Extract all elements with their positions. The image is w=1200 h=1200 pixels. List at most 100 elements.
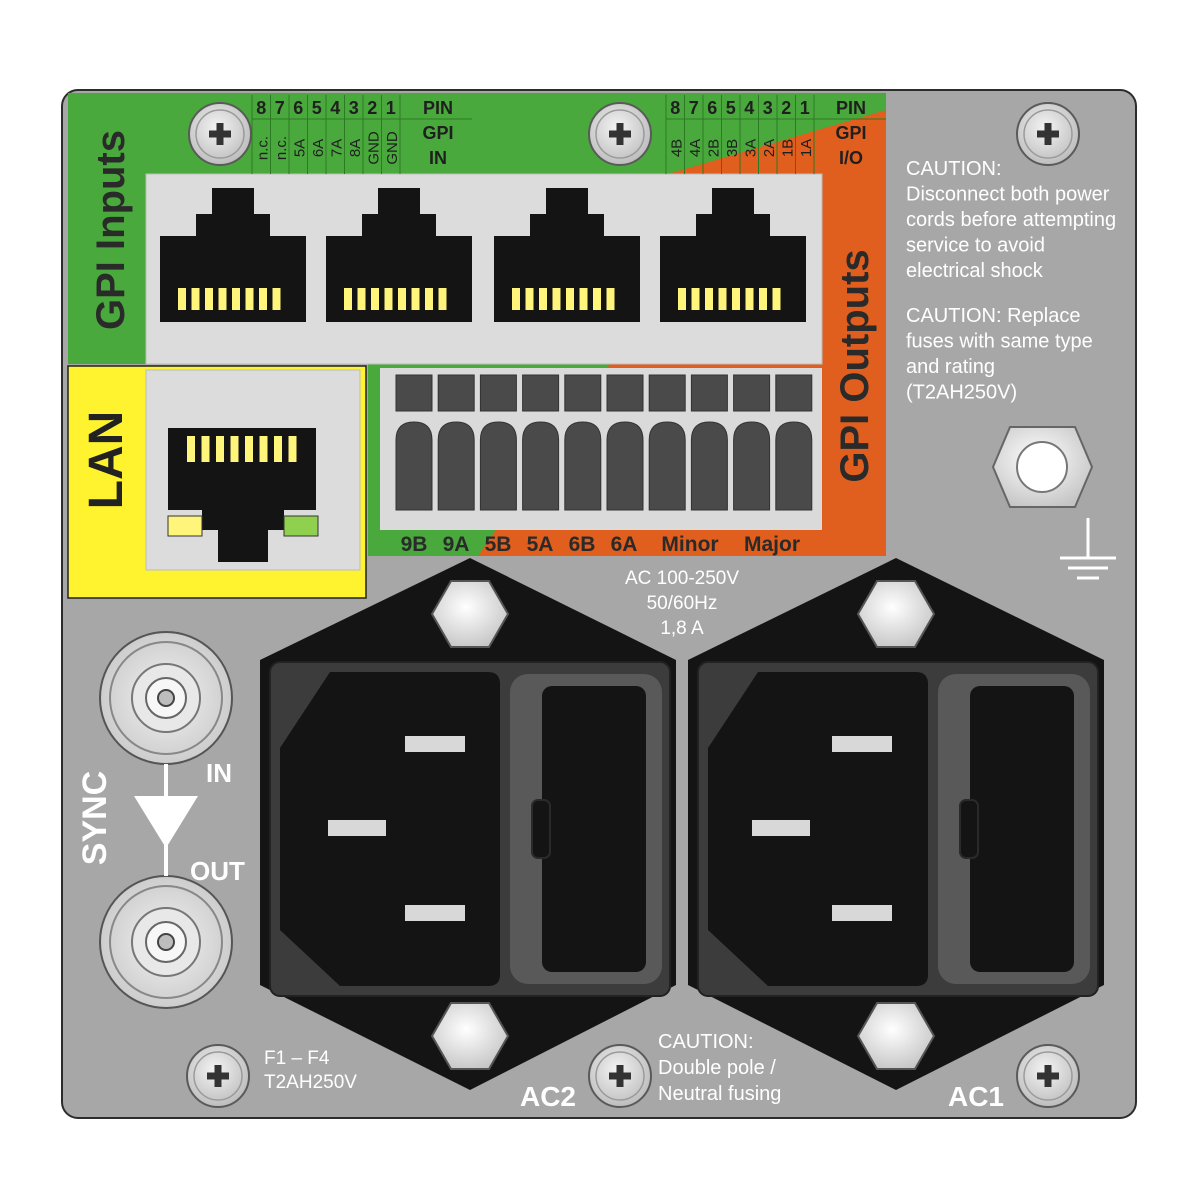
pin-function: n.c.	[254, 136, 271, 160]
lan-label: LAN	[80, 411, 133, 510]
sync-out-bnc[interactable]	[99, 875, 233, 1009]
gpi-rj45-port[interactable]	[494, 188, 640, 322]
ac2-label: AC2	[520, 1081, 576, 1112]
gpi-rj45-port[interactable]	[660, 188, 806, 322]
pin-number: 3	[763, 98, 773, 118]
port-contact	[371, 288, 379, 310]
ac1-inlet	[697, 661, 1099, 997]
terminal-label: 6A	[611, 533, 638, 556]
fuse-info-text: F1 – F4 T2AH250V	[264, 1048, 357, 1093]
ac2-inlet	[269, 661, 671, 997]
sync-in-label: IN	[206, 758, 232, 788]
screw-icon	[1016, 1044, 1080, 1108]
pin-function: 8A	[347, 139, 364, 157]
terminal-slot	[522, 374, 560, 511]
port-contact	[384, 288, 393, 310]
hex-nut	[430, 1002, 510, 1070]
pin-number: 7	[275, 98, 285, 118]
ac1-pin-earth	[752, 820, 810, 836]
port-contact	[732, 288, 740, 310]
text-line: cords before attempting	[906, 209, 1116, 231]
sync-in-bnc[interactable]	[99, 631, 233, 765]
pin-function: 5A	[291, 139, 308, 157]
ac2-pin-earth	[328, 820, 386, 836]
terminal-slot	[395, 374, 433, 511]
pin-number: 3	[349, 98, 359, 118]
gpi-outputs-func-header-2: I/O	[839, 148, 863, 168]
gpi-rj45-port[interactable]	[160, 188, 306, 322]
port-contact	[745, 288, 754, 310]
ac1-pin-bottom	[832, 905, 892, 921]
port-contact	[216, 436, 224, 462]
port-contact	[398, 288, 406, 310]
text-line: Double pole /	[658, 1057, 776, 1079]
port-contact	[579, 288, 588, 310]
gpi-outputs-region	[822, 174, 886, 556]
port-contact	[525, 288, 534, 310]
hex-nut	[856, 580, 936, 648]
text-line: CAUTION: Replace	[906, 305, 1081, 327]
pin-function: 6A	[310, 139, 327, 157]
port-contact	[259, 436, 268, 462]
port-contact	[344, 288, 352, 310]
port-contact	[566, 288, 574, 310]
pin-function: 2B	[705, 139, 722, 157]
port-contact	[425, 288, 433, 310]
pin-function: 1A	[798, 139, 815, 157]
ac-inlet-hex-nuts	[430, 580, 936, 1070]
terminal-slot	[479, 374, 517, 511]
pin-number: 8	[670, 98, 680, 118]
port-contact	[718, 288, 727, 310]
terminal-label: 9B	[401, 533, 428, 556]
port-contact	[759, 288, 767, 310]
pin-function: 4A	[687, 139, 704, 157]
port-contact	[178, 288, 186, 310]
gpi-inputs-pin-header: PIN	[423, 98, 453, 118]
pin-function: 1B	[779, 139, 796, 157]
terminal-slot	[606, 374, 644, 511]
pin-number: 5	[726, 98, 736, 118]
text-line: (T2AH250V)	[906, 382, 1017, 404]
gpi-terminal-block	[395, 374, 813, 511]
terminal-label: 9A	[443, 533, 470, 556]
port-contact	[552, 288, 561, 310]
text-line: 1,8 A	[660, 618, 704, 639]
lan-port[interactable]	[167, 428, 319, 562]
gpi-inputs-label: GPI Inputs	[89, 130, 133, 330]
text-line: F1 – F4	[264, 1048, 330, 1069]
pin-function: n.c.	[273, 136, 290, 160]
terminal-slot	[564, 374, 602, 511]
text-line: T2AH250V	[264, 1072, 357, 1093]
pin-function: 3A	[742, 139, 759, 157]
port-contact	[512, 288, 520, 310]
port-contact	[705, 288, 713, 310]
pin-function: 2A	[761, 139, 778, 157]
gpi-outputs-pin-header: PIN	[836, 98, 866, 118]
terminal-slot	[648, 374, 686, 511]
pin-function: 3B	[724, 139, 741, 157]
port-contact	[593, 288, 601, 310]
pin-number: 2	[367, 98, 377, 118]
port-contact	[259, 288, 267, 310]
screw-icon	[588, 102, 652, 166]
gpi-outputs-label: GPI Outputs	[833, 249, 877, 482]
ac1-pin-top	[832, 736, 892, 752]
screw-icon	[588, 1044, 652, 1108]
screw-icon	[1016, 102, 1080, 166]
port-contact	[245, 288, 254, 310]
pin-number: 1	[386, 98, 396, 118]
text-line: service to avoid	[906, 235, 1045, 257]
gpi-rj45-port[interactable]	[326, 188, 472, 322]
caution-fusing-text: CAUTION:Double pole /Neutral fusing	[658, 1031, 781, 1105]
ac2-pin-top	[405, 736, 465, 752]
port-contact	[357, 288, 366, 310]
terminal-slot	[775, 374, 813, 511]
ground-symbol-icon	[1060, 518, 1116, 580]
port-contact	[691, 288, 700, 310]
sync-loop-arrow-icon	[134, 764, 198, 876]
